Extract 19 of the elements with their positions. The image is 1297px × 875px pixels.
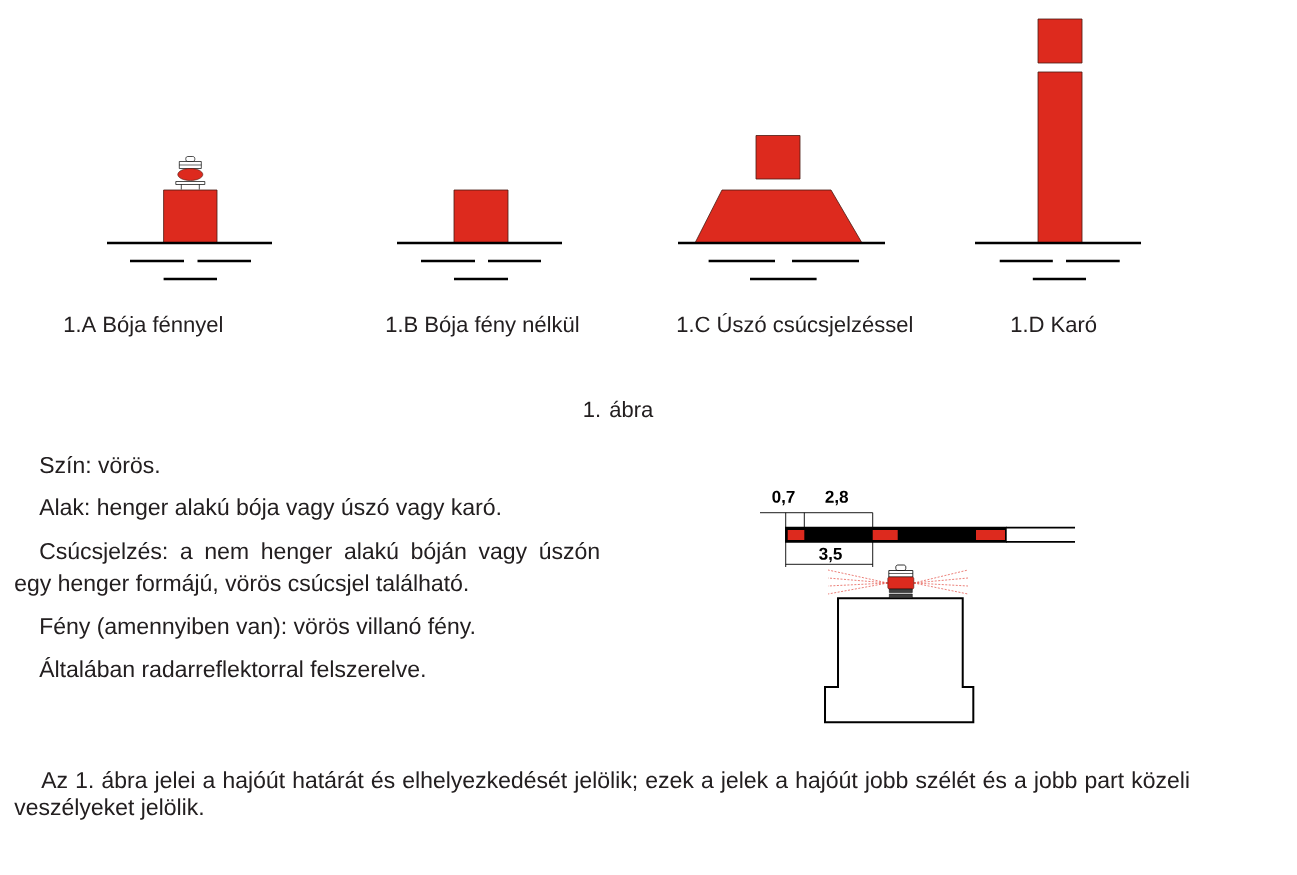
paragraph: Szín: vörös. (40, 456, 159, 474)
light-buoy-drawing (105, 156, 274, 281)
paragraph: Általában radarreflektorral felszerelve. (39, 657, 425, 678)
drawing-caption: 1.D Karó (1011, 315, 1097, 333)
dimension-label: 0,7 (772, 490, 795, 506)
paragraph: Az 1. ábra jelei a hajóút határát és elhelyezkedését jelölik; ezek a jelek a hajóút jobb szélét és a jobb part közeli veszélyeket jelölik. (14, 771, 1189, 820)
buoy-drawing (395, 189, 564, 281)
paragraph: Alak: henger alakú bója vagy úszó vagy karó. (39, 498, 500, 520)
pole-drawing (973, 18, 1143, 281)
float-drawing (676, 135, 887, 281)
drawing-caption: 1.C Úszó csúcsjelzéssel (677, 312, 912, 337)
buoy-detail-drawing (824, 564, 975, 724)
dimension-label: 3,5 (819, 547, 842, 563)
paragraph: Fény (amennyiben van): vörös villanó fény. (41, 617, 474, 639)
paragraph: Csúcsjelzés: a nem henger alakú bóján vagy úszón egy henger formájú, vörös csúcsjel található. (15, 542, 599, 596)
dimension-label: 2,8 (825, 490, 848, 506)
drawing-caption: 1.A Bója fénnyel (64, 315, 222, 337)
figure-caption: 1. ábra (584, 400, 654, 418)
drawing-caption: 1.B Bója fény nélkül (386, 315, 579, 337)
